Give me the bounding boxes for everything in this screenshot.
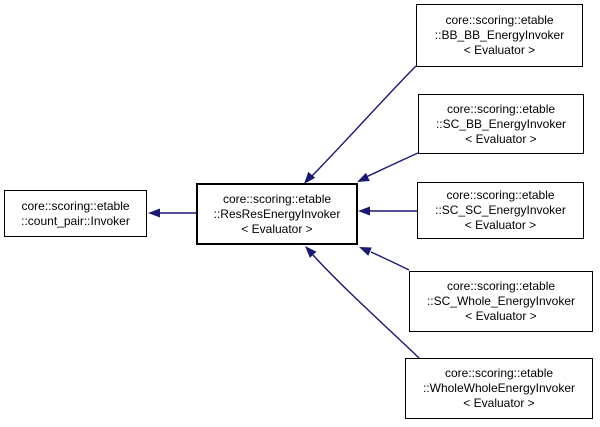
inheritance-arrow-bbbb-to-resres xyxy=(307,65,417,181)
node-line: core::scoring::etable xyxy=(444,366,554,380)
arrowhead-scbb-to-resres xyxy=(357,172,370,182)
node-count-pair-invoker[interactable]: core::scoring::etable ::count_pair::Invo… xyxy=(4,190,147,237)
arrowhead-scsc-to-resres xyxy=(358,206,370,216)
node-line: ::SC_Whole_EnergyInvoker xyxy=(426,294,576,308)
node-whole-whole-energy-invoker[interactable]: core::scoring::etable ::WholeWholeEnergy… xyxy=(405,358,593,419)
node-sc-whole-energy-invoker[interactable]: core::scoring::etable ::SC_Whole_EnergyI… xyxy=(409,271,593,332)
node-line: < Evaluator > xyxy=(465,309,537,323)
node-res-res-energy-invoker[interactable]: core::scoring::etable ::ResResEnergyInvo… xyxy=(196,183,358,245)
node-line: < Evaluator > xyxy=(241,221,313,236)
node-line: < Evaluator > xyxy=(464,218,537,232)
arrowhead-bbbb-to-resres xyxy=(304,171,316,184)
node-line: < Evaluator > xyxy=(463,43,536,57)
node-line: ::ResResEnergyInvoker xyxy=(213,206,341,221)
node-line: ::BB_BB_EnergyInvoker xyxy=(434,28,565,42)
node-line: core::scoring::etable xyxy=(446,101,556,116)
inheritance-arrow-scwhole-to-resres xyxy=(370,251,410,271)
node-line: ::WholeWholeEnergyInvoker xyxy=(422,381,576,395)
node-line: core::scoring::etable xyxy=(446,279,556,293)
node-line: core::scoring::etable xyxy=(446,188,555,202)
node-sc-sc-energy-invoker[interactable]: core::scoring::etable ::SC_SC_EnergyInvo… xyxy=(417,182,584,239)
node-sc-bb-energy-invoker[interactable]: core::scoring::etable ::SC_BB_EnergyInvo… xyxy=(418,94,584,154)
node-line: core::scoring::etable xyxy=(21,198,130,213)
node-line: core::scoring::etable xyxy=(445,13,554,27)
node-bb-bb-energy-invoker[interactable]: core::scoring::etable ::BB_BB_EnergyInvo… xyxy=(416,4,583,67)
inheritance-arrow-wholewhole-to-resres xyxy=(312,254,420,359)
node-line: ::count_pair::Invoker xyxy=(21,213,130,228)
node-line: < Evaluator > xyxy=(465,131,537,146)
arrowhead-scwhole-to-resres xyxy=(359,247,372,256)
arrowhead-wholewhole-to-resres xyxy=(305,246,317,258)
arrowhead-resres-to-invoker xyxy=(148,208,160,218)
inheritance-arrow-scbb-to-resres xyxy=(363,152,419,179)
node-line: core::scoring::etable xyxy=(222,191,332,206)
node-line: ::SC_BB_EnergyInvoker xyxy=(435,116,567,131)
node-line: < Evaluator > xyxy=(463,396,535,410)
node-line: ::SC_SC_EnergyInvoker xyxy=(435,203,566,217)
